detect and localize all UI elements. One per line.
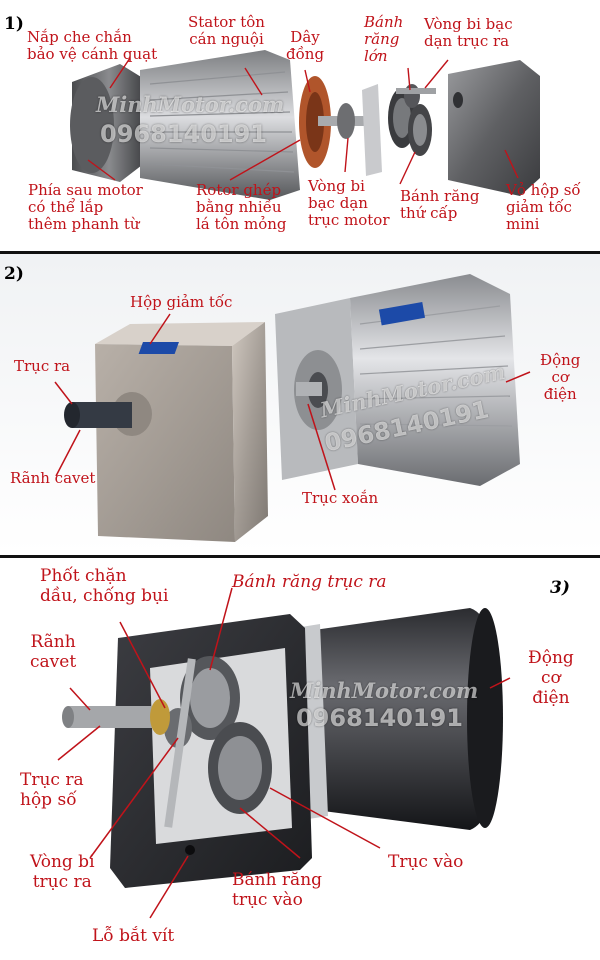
label-rotor: Rotor ghép bằng nhiều lá tôn mỏng <box>196 181 287 233</box>
label-helical-shaft: Trục xoắn <box>302 489 379 507</box>
label-keyway: Rãnh cavet <box>10 469 96 487</box>
label-keyway: Rãnh cavet <box>30 632 77 672</box>
divider <box>0 555 600 558</box>
label-stator: Stator tôn cán nguội <box>188 13 265 48</box>
label-motor: Động cơ điện <box>528 648 574 708</box>
panel1-number: 1) <box>4 14 24 34</box>
watermark-brand: MinhMotor.com <box>96 92 285 117</box>
motor-badge <box>378 301 426 326</box>
label-gearbox-housing: Vỏ hộp số giảm tốc mini <box>506 181 581 233</box>
output-shaft-shape <box>68 706 158 728</box>
label-motor-bearing: Vòng bi bạc dạn trục motor <box>308 177 390 229</box>
gearbox-badge <box>138 342 179 354</box>
gearbox-front-shape <box>95 344 235 542</box>
cutaway-gearmotor-illustration <box>57 587 511 919</box>
label-oil-seal: Phốt chặn dầu, chống bụi <box>40 566 169 606</box>
label-large-gear: Bánh răng lớn <box>364 13 404 65</box>
panel1-leader-lines <box>87 57 519 185</box>
panel2-leader-arrows <box>54 313 531 491</box>
label-output-shaft: Trục ra <box>14 357 71 375</box>
label-motor: Động cơ điện <box>540 351 581 403</box>
motor-cylinder-shape <box>300 608 500 830</box>
gear-cluster-shape <box>388 84 436 156</box>
gear-train-shape <box>164 656 272 828</box>
gearbox-side-shape <box>232 322 268 542</box>
stator-fins <box>149 71 295 173</box>
exploded-motor-illustration <box>70 50 540 200</box>
label-secondary-gear: Bánh răng thứ cấp <box>400 187 480 222</box>
label-gearbox-output-shaft: Trục ra hộp số <box>20 770 84 810</box>
watermark-phone: 0968140191 <box>100 120 267 148</box>
panel-gearbox-and-motor: 2) Hộp giảm tốc Trục ra Rãnh cavet Động … <box>0 254 600 554</box>
label-gearbox: Hộp giảm tốc <box>130 293 233 311</box>
helical-shaft-shape <box>296 382 322 396</box>
panel2-number: 2) <box>4 264 24 284</box>
gearbox-top-shape <box>95 322 265 346</box>
screw-hole-shape <box>185 845 195 855</box>
label-screw-hole: Lỗ bắt vít <box>92 926 175 946</box>
label-output-gear: Bánh răng trục ra <box>232 572 387 592</box>
watermark-brand: MinhMotor.com <box>290 678 479 703</box>
gearbox-housing-shape <box>448 60 540 196</box>
label-output-bearing: Vòng bi trục ra <box>30 852 95 892</box>
watermark-phone: 0968140191 <box>296 704 463 732</box>
label-copper-wire: Dây đồng <box>286 28 325 63</box>
rotor-disc-shape <box>337 103 355 139</box>
label-output-bearing: Vòng bi bạc dạn trục ra <box>424 15 513 50</box>
panel3-number: 3) <box>550 578 570 598</box>
panel-exploded-view: 1) Nắp che chắn bảo vệ cánh quạt Stator … <box>0 0 600 250</box>
motor-body-shape <box>350 274 520 486</box>
label-input-shaft: Trục vào <box>388 852 464 872</box>
panel3-leader-lines <box>57 587 511 919</box>
label-input-gear: Bánh răng trục vào <box>232 870 323 910</box>
gearbox-motor-illustration <box>54 274 531 542</box>
label-rear-brake: Phía sau motor có thể lắp thêm phanh từ <box>28 181 143 233</box>
panel-cutaway-view: 3) Phốt chặn dầu, chống bụi Bánh răng tr… <box>0 558 600 960</box>
output-shaft-shape <box>72 402 132 428</box>
label-fan-cover: Nắp che chắn bảo vệ cánh quạt <box>27 28 158 63</box>
divider <box>0 251 600 254</box>
flange-plate-shape <box>362 84 382 176</box>
fan-cover-face <box>70 77 114 173</box>
